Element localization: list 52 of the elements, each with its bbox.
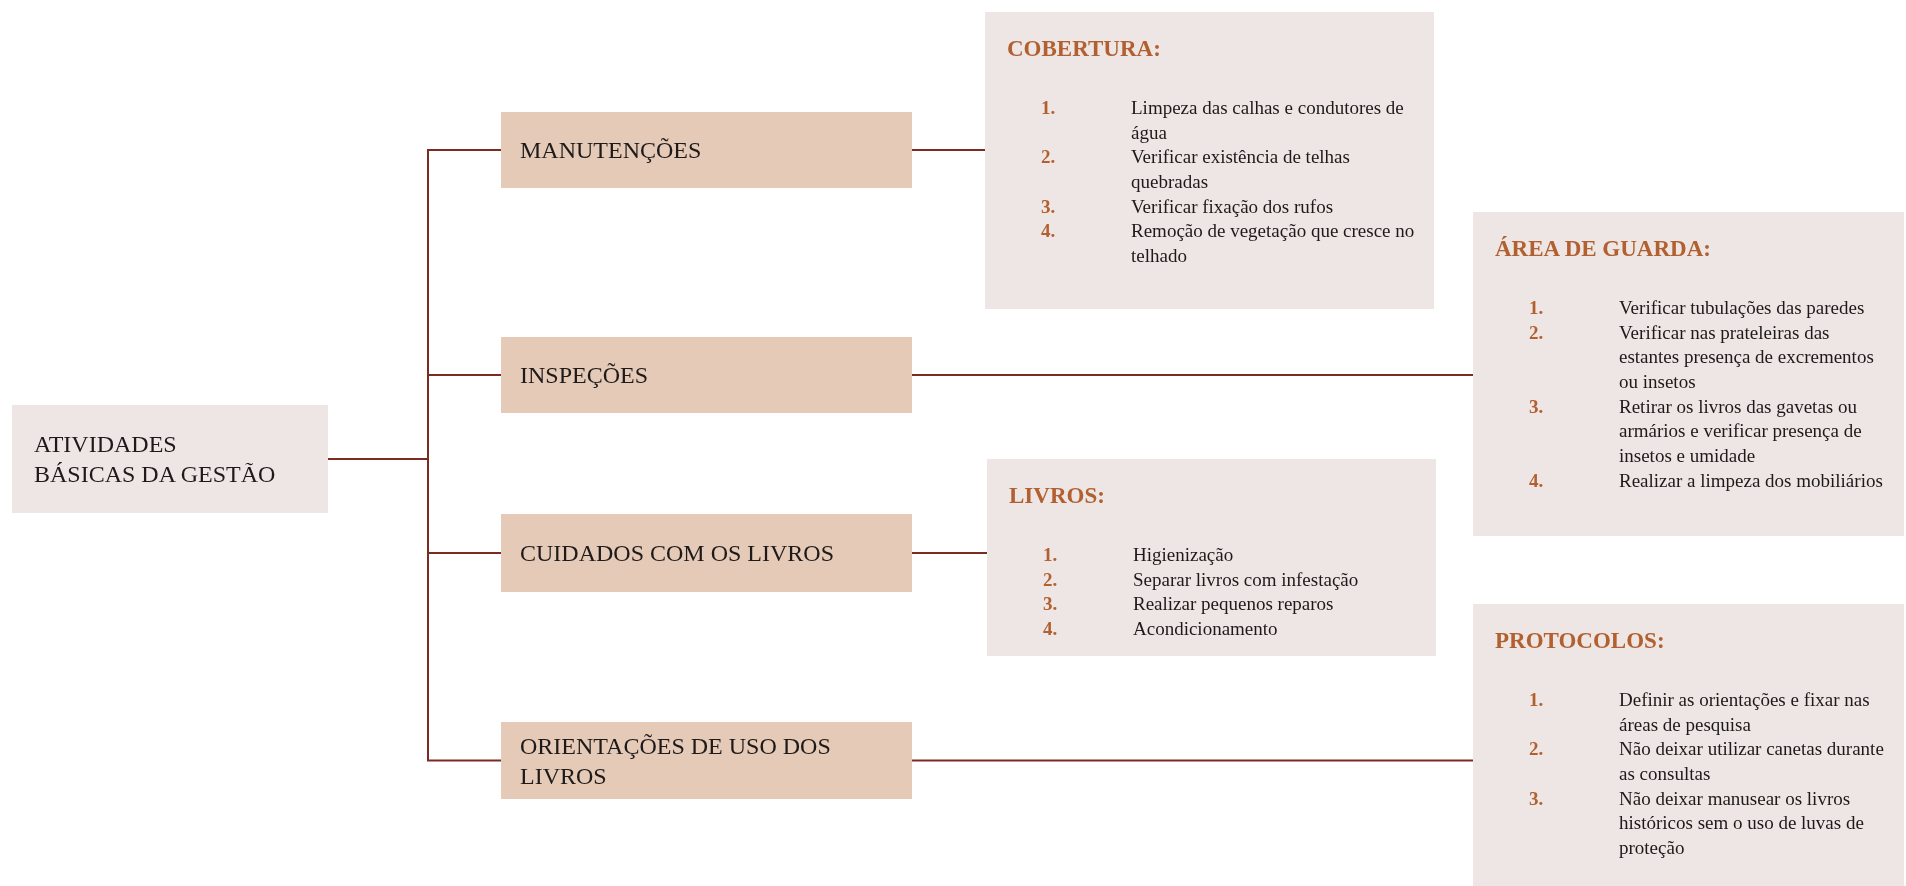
list-item: Não deixar utilizar canetas durante as consultas (1619, 737, 1885, 787)
list-number: 2. (1529, 737, 1545, 762)
list-number: 2. (1043, 567, 1059, 592)
list-number: 4. (1529, 468, 1545, 493)
connector-line (911, 759, 1474, 762)
node-label: CUIDADOS COM OS LIVROS (520, 539, 836, 568)
list-item: Definir as orientações e fixar nas áreas de pesquisa (1619, 688, 1871, 737)
node-label: MANUTENÇÕES (520, 136, 703, 165)
list-item: Verificar tubulações das paredes (1619, 296, 1866, 320)
category-box (501, 722, 912, 799)
list-item: Higienização (1133, 543, 1235, 567)
list-number: 3. (1041, 194, 1057, 219)
detail-card (987, 459, 1436, 656)
card-heading: COBERTURA: (1007, 36, 1162, 62)
list-number: 2. (1529, 320, 1545, 345)
connector-line (911, 149, 986, 151)
list-number: 1. (1529, 688, 1545, 712)
root-box (12, 405, 328, 513)
list-item: Realizar pequenos reparos (1133, 592, 1335, 617)
list-item: Acondicionamento (1133, 617, 1279, 642)
connector-line (911, 552, 988, 554)
node-label: ATIVIDADES BÁSICAS DA GESTÃO (34, 430, 277, 489)
node-label: INSPEÇÕES (520, 361, 650, 390)
list-item: Limpeza das calhas e condutores de água (1131, 96, 1405, 145)
list-number: 1. (1041, 96, 1057, 120)
list-item: Remoção de vegetação que cresce no telhado (1131, 219, 1416, 269)
detail-card (1473, 212, 1904, 536)
connector-line (911, 374, 1474, 376)
list-item: Verificar fixação dos rufos (1131, 194, 1335, 219)
category-box (501, 514, 912, 592)
list-item: Não deixar manusear os livros históricos sem o uso de luvas de proteção (1619, 786, 1865, 861)
list-number: 1. (1529, 296, 1545, 320)
list-number: 1. (1043, 543, 1059, 567)
list-number: 3. (1043, 592, 1059, 617)
list-item: Realizar a limpeza dos mobiliários (1619, 468, 1884, 493)
category-box (501, 112, 912, 188)
node-label: ORIENTAÇÕES DE USO DOS LIVROS (520, 731, 832, 791)
list-number: 2. (1041, 145, 1057, 170)
detail-card (985, 12, 1434, 309)
detail-card (1473, 604, 1904, 886)
list-number: 3. (1529, 786, 1545, 811)
card-heading: LIVROS: (1009, 483, 1106, 509)
list-number: 4. (1041, 219, 1057, 244)
category-box (501, 337, 912, 413)
list-item: Separar livros com infestação (1133, 567, 1360, 592)
card-heading: PROTOCOLOS: (1495, 628, 1666, 654)
list-item: Verificar existência de telhas quebradas (1131, 145, 1351, 195)
list-number: 4. (1043, 617, 1059, 642)
list-number: 3. (1529, 394, 1545, 419)
card-heading: ÁREA DE GUARDA: (1495, 236, 1712, 262)
list-item: Verificar nas prateleiras das estantes presença de excrementos ou insetos (1619, 320, 1875, 395)
list-item: Retirar os livros das gavetas ou armários e verificar presença de insetos e umidade (1619, 394, 1863, 469)
